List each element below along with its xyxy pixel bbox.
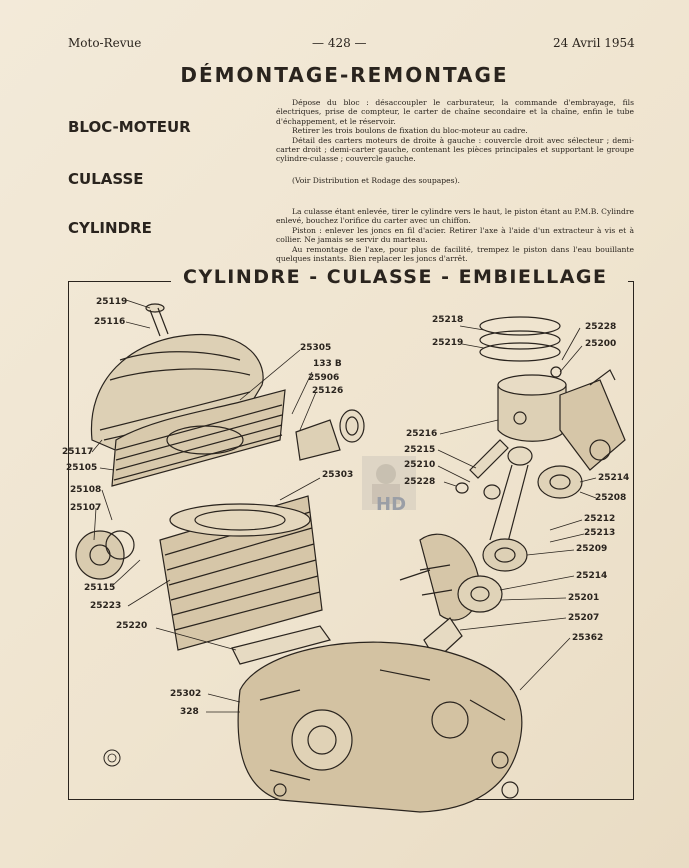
- part-label: 25108: [70, 485, 102, 495]
- section-body-bloc-moteur: Dépose du bloc : désaccoupler le carbura…: [276, 98, 634, 164]
- part-label: 25119: [96, 297, 128, 307]
- head-bolt-drawing: [145, 303, 169, 337]
- part-label: 25207: [568, 613, 600, 623]
- piston-rings-drawing: [479, 316, 561, 362]
- part-label: 25906: [308, 373, 340, 383]
- crankcase-drawing: [237, 641, 523, 813]
- header-magazine-name: Moto-Revue: [68, 36, 142, 50]
- part-label: 25209: [576, 544, 608, 554]
- publisher-seal: [103, 749, 121, 767]
- base-gasket-drawing: [231, 625, 331, 665]
- part-label: 25116: [94, 317, 126, 327]
- part-label: 25201: [568, 593, 600, 603]
- part-label: 25228: [404, 477, 436, 487]
- part-label: 25105: [66, 463, 98, 473]
- header-page-number: — 428 —: [312, 36, 367, 50]
- part-label: 133 B: [313, 359, 342, 369]
- part-label: 25210: [404, 460, 436, 470]
- leader-lines: [91, 299, 597, 713]
- part-label: 328: [180, 707, 199, 717]
- section-heading-bloc-moteur: BLOC-MOTEUR: [68, 118, 191, 136]
- cylinder-barrel-drawing: [159, 495, 323, 651]
- bushing-drawing: [483, 484, 501, 500]
- watermark-stamp: [362, 456, 416, 510]
- section-heading-culasse: CULASSE: [68, 170, 144, 188]
- paragraph: Retirer les trois boulons de fixation du…: [292, 126, 528, 136]
- paragraph: Au remontage de l'axe, pour plus de faci…: [276, 244, 634, 264]
- paragraph: Dépose du bloc : désaccoupler le carbura…: [276, 98, 634, 126]
- cylinder-head-drawing: [111, 389, 286, 487]
- watermark-text: HD: [376, 494, 407, 515]
- section-body-culasse: (Voir Distribution et Rodage des soupape…: [276, 176, 634, 185]
- paragraph: La culasse étant enlevée, tirer le cylin…: [276, 207, 634, 226]
- part-label: 25208: [595, 493, 627, 503]
- part-label: 25220: [116, 621, 148, 631]
- circlip-drawing: [455, 482, 469, 494]
- part-label: 25214: [598, 473, 630, 483]
- part-label: 25218: [432, 315, 464, 325]
- frame-top-right: [628, 281, 634, 282]
- part-label: 25117: [62, 447, 94, 457]
- paragraph: Détail des carters moteurs de droite à g…: [276, 135, 634, 164]
- part-label: 25213: [584, 528, 616, 538]
- part-label: 25223: [90, 601, 122, 611]
- part-label: 25303: [322, 470, 354, 480]
- gear-drawing: [75, 530, 135, 580]
- part-label: 25305: [300, 343, 332, 353]
- part-label: 25200: [585, 339, 617, 349]
- part-label: 25302: [170, 689, 202, 699]
- part-label: 25215: [404, 445, 436, 455]
- frame-top-left: [68, 281, 171, 282]
- connecting-rod-drawing: [482, 446, 533, 572]
- paragraph: (Voir Distribution et Rodage des soupape…: [292, 176, 460, 185]
- section-body-cylindre: La culasse étant enlevée, tirer le cylin…: [276, 207, 634, 263]
- part-label: 25216: [406, 429, 438, 439]
- crankshaft-right-drawing: [559, 369, 626, 471]
- part-label: 25219: [432, 338, 464, 348]
- part-label: 25214: [576, 571, 608, 581]
- wrist-pin-drawing: [469, 439, 509, 479]
- bearing-drawing: [537, 465, 583, 499]
- page-title: DÉMONTAGE-REMONTAGE: [180, 63, 509, 87]
- part-label: 25126: [312, 386, 344, 396]
- intake-manifold-drawing: [295, 409, 365, 461]
- flywheel-drawing: [399, 533, 503, 621]
- part-label: 25228: [585, 322, 617, 332]
- header-date: 24 Avril 1954: [553, 36, 635, 50]
- paragraph: Piston : enlever les joncs en fil d'acie…: [276, 225, 634, 245]
- section-heading-cylindre: CYLINDRE: [68, 219, 152, 237]
- part-label: 25115: [84, 583, 116, 593]
- piston-drawing: [497, 366, 567, 442]
- part-label: 25362: [572, 633, 604, 643]
- part-label: 25107: [70, 503, 102, 513]
- part-label: 25212: [584, 514, 616, 524]
- diagram-title: CYLINDRE - CULASSE - EMBIELLAGE: [183, 266, 608, 288]
